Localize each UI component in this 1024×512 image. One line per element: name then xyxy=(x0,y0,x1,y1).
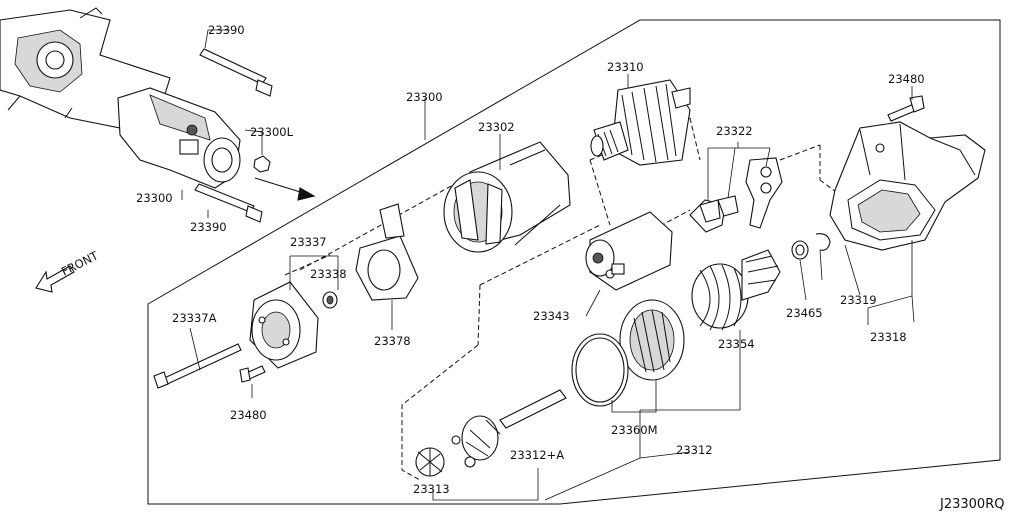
through-bolt-23337A xyxy=(159,343,242,387)
diagram-code: J23300RQ xyxy=(939,497,1004,512)
assembly-outline-box xyxy=(147,19,1001,505)
label-23319: 23319 xyxy=(840,293,877,307)
spring-23322 xyxy=(717,195,739,217)
label-23337A: 23337A xyxy=(172,311,217,325)
label-23300-assembly: 23300 xyxy=(406,90,443,104)
label-23390-lower: 23390 xyxy=(190,220,227,234)
bolt-23390-lower xyxy=(194,183,255,213)
nut-23300L xyxy=(253,155,271,173)
label-23312A: 23312+A xyxy=(510,448,564,462)
label-23354: 23354 xyxy=(718,337,755,351)
rear-cover-23337 xyxy=(249,281,319,369)
solenoid-23343 xyxy=(585,211,673,291)
label-23300-installed: 23300 xyxy=(136,191,173,205)
bolt-23390-upper xyxy=(199,48,267,85)
front-label: FRONT xyxy=(59,248,101,279)
label-23318: 23318 xyxy=(870,330,907,344)
overrunning-clutch-23354 xyxy=(691,249,781,331)
label-23322: 23322 xyxy=(716,124,753,138)
permanent-magnet-23360M xyxy=(619,299,685,381)
label-23480-upper: 23480 xyxy=(888,72,925,86)
armature-23310 xyxy=(590,79,691,166)
label-23378: 23378 xyxy=(374,334,411,348)
label-23313: 23313 xyxy=(413,482,450,496)
gear-23313 xyxy=(415,447,445,477)
brush-plate-23378 xyxy=(355,203,419,301)
housing-23318 xyxy=(829,121,986,251)
label-23390-upper: 23390 xyxy=(208,23,245,37)
label-23465: 23465 xyxy=(786,306,823,320)
label-23300L: 23300L xyxy=(250,125,294,139)
label-23310: 23310 xyxy=(607,60,644,74)
label-23312: 23312 xyxy=(676,443,713,457)
snap-ring-23465-b xyxy=(815,233,831,251)
installed-starter-illustration xyxy=(117,87,241,189)
label-23343: 23343 xyxy=(533,309,570,323)
front-direction-indicator xyxy=(35,265,75,293)
label-23480-lower: 23480 xyxy=(230,408,267,422)
label-23302: 23302 xyxy=(478,120,515,134)
label-23337: 23337 xyxy=(290,235,327,249)
yoke-23302 xyxy=(443,141,571,253)
label-23338: 23338 xyxy=(310,267,347,281)
pinion-shaft-23312 xyxy=(451,389,567,468)
label-23360M: 23360M xyxy=(611,423,658,437)
